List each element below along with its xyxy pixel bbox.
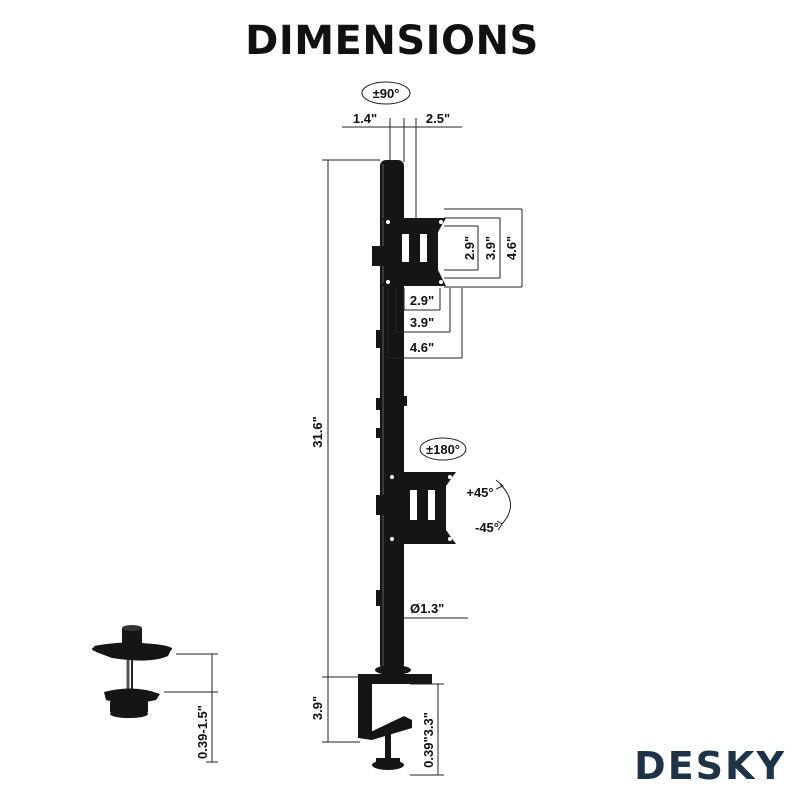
vesa-h-large-label: 4.6"	[504, 236, 519, 260]
vesa-w-small-label: 2.9"	[410, 293, 434, 308]
vesa-h-mid-label: 3.9"	[483, 236, 498, 260]
vesa-width-dimensions: 2.9" 3.9" 4.6"	[387, 288, 463, 359]
rotate-label: ±180°	[426, 442, 460, 457]
desk-clamp	[358, 665, 432, 770]
vesa-w-large-label: 4.6"	[410, 340, 434, 355]
vesa-h-small-label: 2.9"	[462, 236, 477, 260]
tilt-up-label: +45°	[466, 485, 493, 500]
clamp-height-dimension: 3.9"	[310, 677, 360, 743]
pole-height-dimension: 31.6"	[310, 159, 380, 678]
grommet-mount	[92, 625, 172, 718]
tilt-down-label: -45°	[475, 520, 499, 535]
offset-right-label: 2.5"	[426, 111, 450, 126]
clamp-range-dimension: 0.39"3.3"	[410, 683, 444, 776]
vesa-w-mid-label: 3.9"	[410, 315, 434, 330]
top-offset-dimensions: 1.4" 2.5"	[342, 111, 462, 222]
pole-diameter-label: Ø1.3"	[410, 601, 444, 616]
clamp-range-label: 0.39"3.3"	[421, 712, 436, 768]
tilt-arc-arrow: +45° -45°	[466, 479, 511, 535]
clamp-height-label: 3.9"	[310, 696, 325, 720]
rotate-180-badge: ±180°	[419, 437, 467, 461]
tilt-90-label: ±90°	[373, 86, 400, 101]
grommet-range-label: 0.39-1.5"	[195, 705, 210, 759]
offset-left-label: 1.4"	[353, 111, 377, 126]
pole-diameter-dimension: Ø1.3"	[404, 601, 468, 619]
brand-logo: DESKY	[634, 744, 786, 788]
pole-height-label: 31.6"	[310, 416, 325, 447]
grommet-range-dimension: 0.39-1.5"	[164, 653, 218, 763]
page-title: DIMENSIONS	[245, 18, 539, 64]
vesa-plate-lower	[376, 472, 456, 544]
tilt-90-badge: ±90°	[361, 81, 411, 105]
vesa-plate-upper	[372, 218, 446, 286]
vesa-height-dimensions: 2.9" 3.9" 4.6"	[444, 208, 523, 288]
